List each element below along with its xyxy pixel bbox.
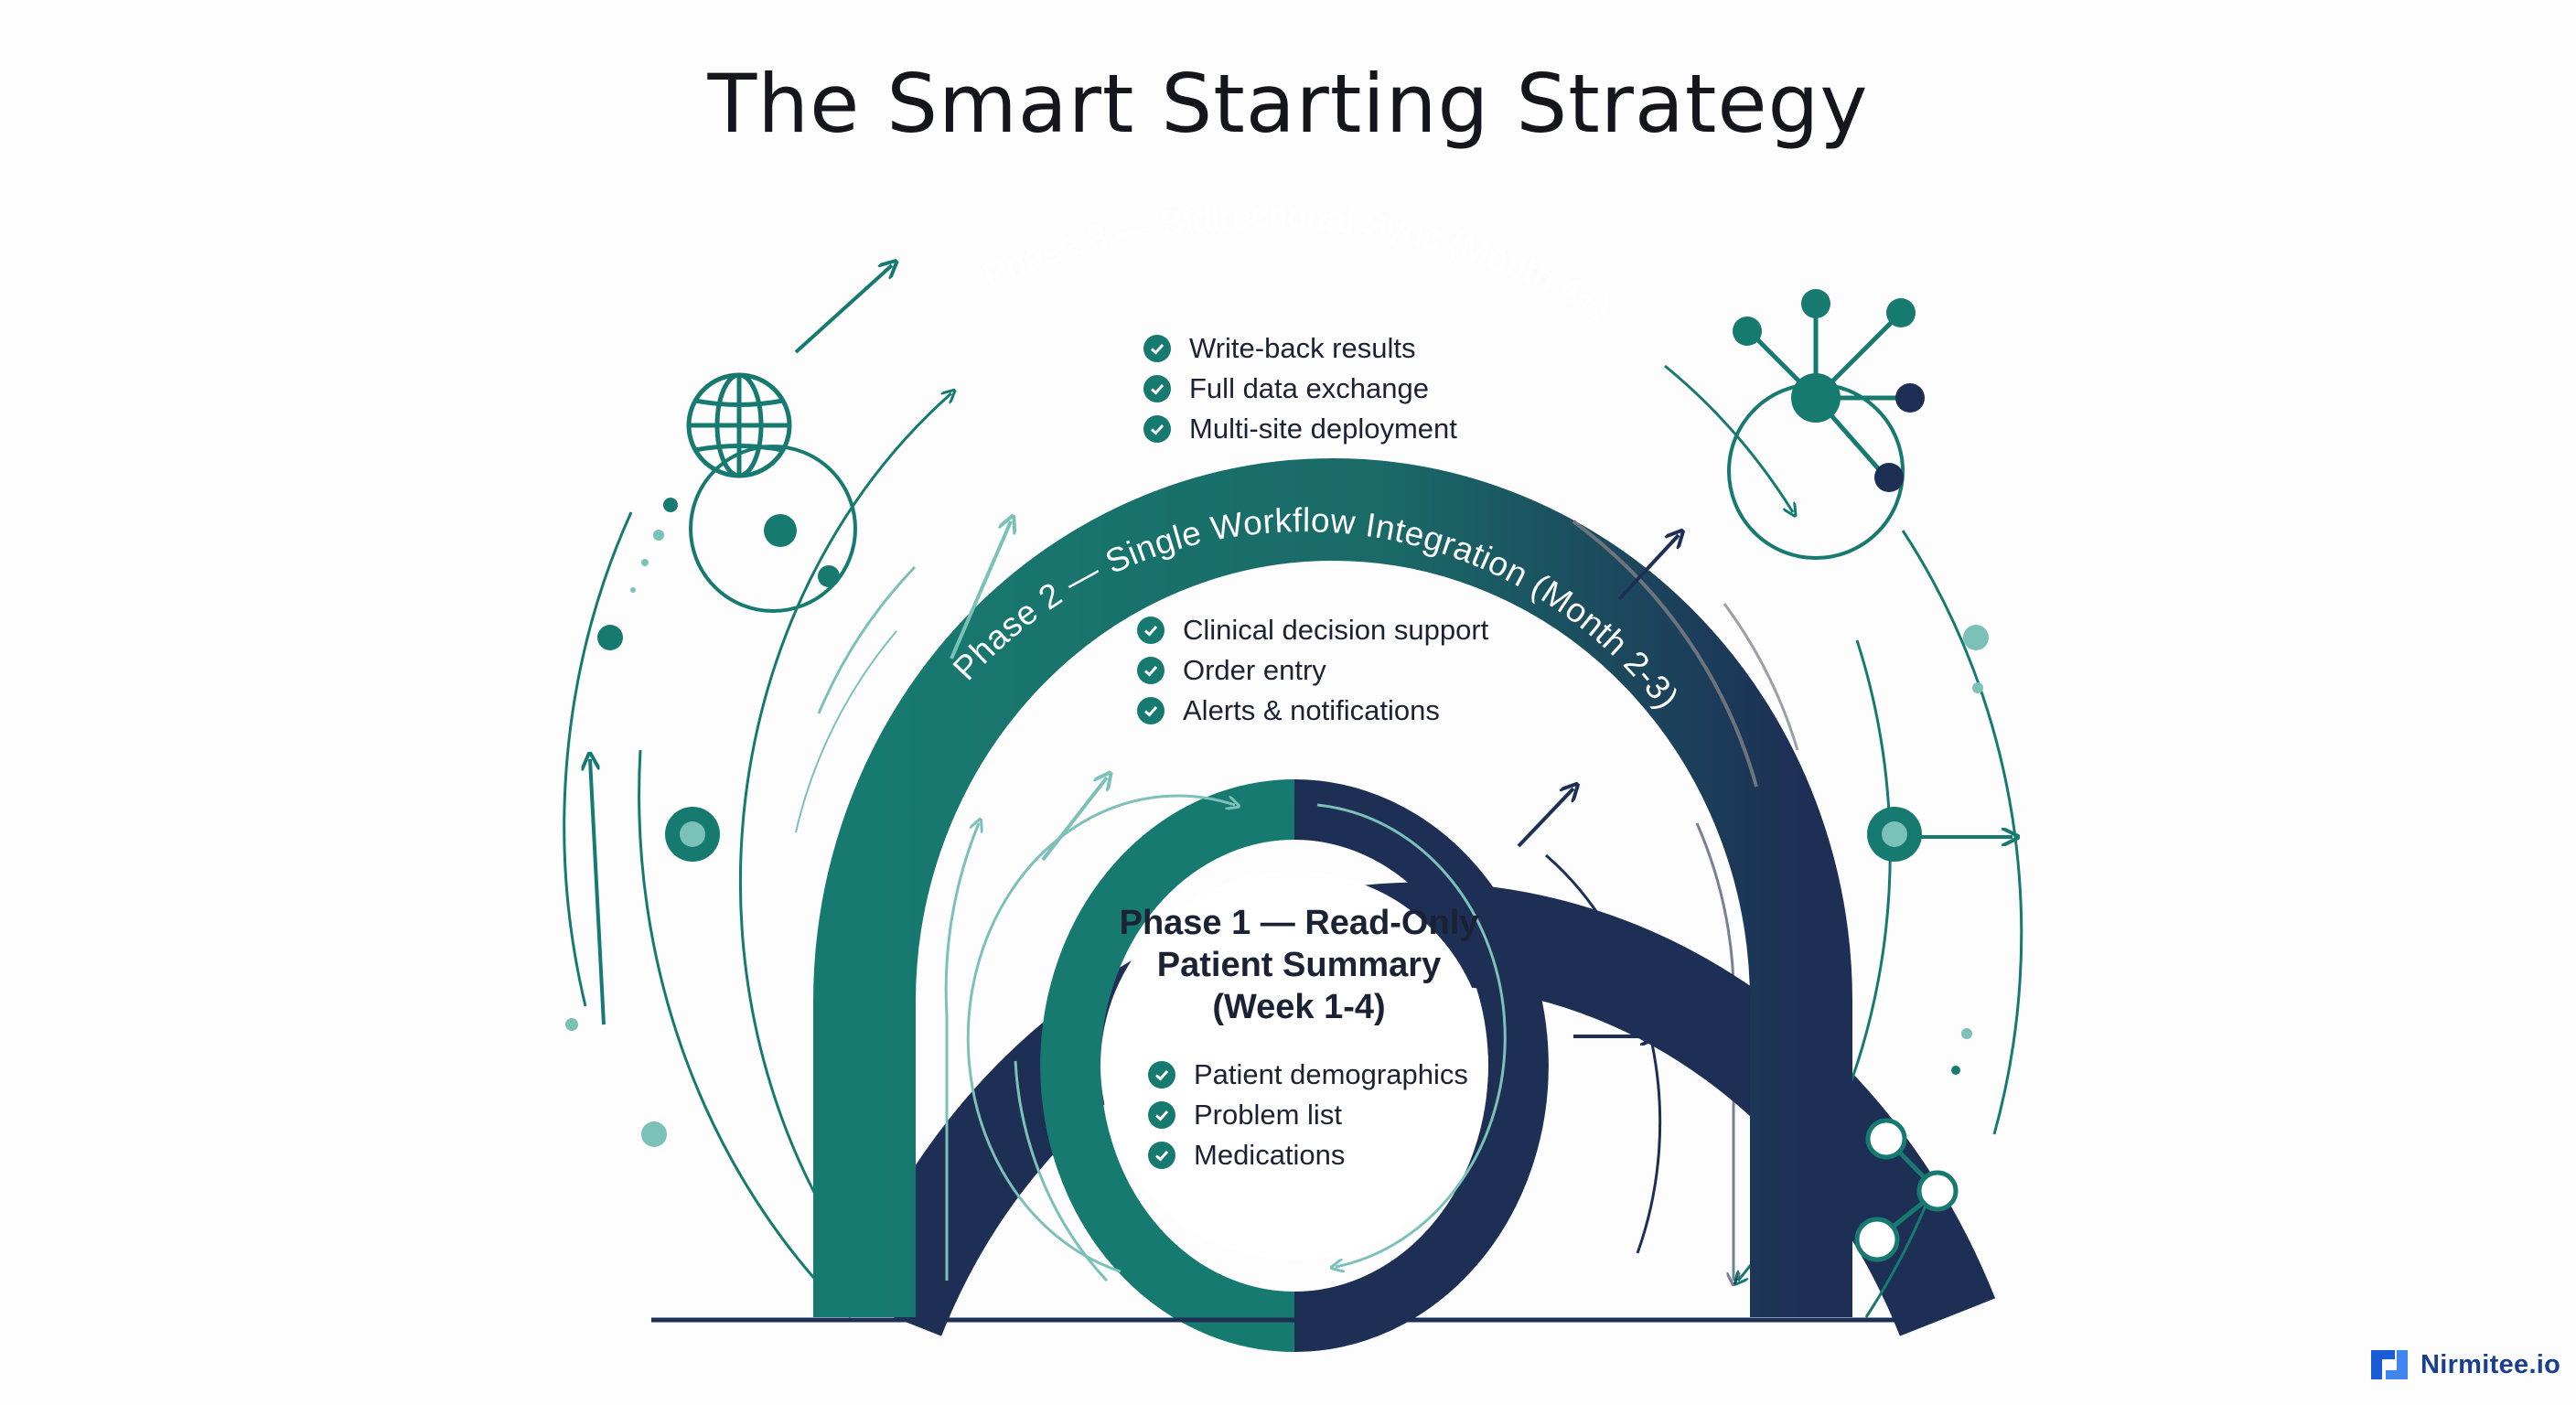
deco-dot [1961,1028,1972,1039]
check-circle-icon [1137,617,1165,644]
check-circle-icon [1137,697,1165,724]
phase3-checklist: Write-back results Full data exchange Mu… [1143,328,1457,449]
checklist-item: Clinical decision support [1137,610,1488,650]
brand-name: Nirmitee.io [2420,1349,2561,1379]
checklist-item: Order entry [1137,650,1488,691]
outer-arc-left-2 [563,511,633,1007]
check-circle-icon [1143,375,1171,402]
deco-dot [1972,682,1983,693]
phase3-inner-track [738,393,951,1282]
deco-dot [641,559,649,566]
globe-orbit-node-2 [818,565,840,587]
arrow-phase1-out [1517,788,1573,848]
phase2-ring [813,458,1852,1317]
deco-dot [653,530,664,541]
phase2-checklist: Clinical decision support Order entry Al… [1137,610,1488,731]
deco-dot [597,625,623,650]
phase1-inner-track-right [1316,803,1507,1267]
gray-accent-arc-2 [1723,603,1799,751]
outer-arc-left-up [794,265,892,354]
phase1-ring-teal [1040,779,1295,1352]
arrow-phase2-left-up [950,521,1011,660]
outer-arc-right [1901,530,2023,1135]
checklist-item: Write-back results [1143,328,1457,369]
phase1-checklist: Patient demographics Problem list Medica… [1148,1055,1468,1175]
phase2-inner-track-right [1695,822,1733,1281]
checklist-item-label: Clinical decision support [1183,614,1489,646]
phase1-title-line: (Week 1-4) [1212,988,1386,1026]
light-accent-arc-1 [817,565,917,714]
checklist-item: Patient demographics [1148,1055,1468,1095]
arrow-phase1-left-up [1041,778,1107,862]
phase3-right-node-center [1882,821,1907,847]
deco-dot [641,1121,667,1147]
checklist-item-label: Multi-site deployment [1189,413,1457,445]
checklist-item-label: Order entry [1183,654,1326,686]
phase1-title: Phase 1 — Read-Only Patient Summary (Wee… [1079,902,1519,1028]
gray-accent-arc-1 [1572,520,1758,788]
checklist-item-label: Alerts & notifications [1183,694,1440,726]
check-circle-icon [1143,415,1171,443]
brand-logo: Nirmitee.io [2369,1348,2560,1381]
deco-dot [565,1018,578,1031]
globe-icon [686,372,792,478]
checklist-item: Multi-site deployment [1143,409,1457,449]
phase1-core [1100,872,1488,1260]
outer-arc-left-vertical [590,759,606,1025]
phase1-title-line: Phase 1 — Read-Only [1119,904,1479,942]
globe-orbit-node-1 [764,514,797,547]
check-circle-icon [1137,657,1165,684]
phase1-ring-navy [1293,779,1549,1352]
network-hub-icon [1727,289,1925,560]
brand-logo-icon [2371,1350,2408,1379]
check-circle-icon [1143,335,1171,362]
check-circle-icon [1148,1142,1175,1169]
phase1-inner-track-left [966,794,1235,1273]
phase3-left-node-center [680,821,705,847]
deco-dot [663,498,678,512]
checklist-item-label: Patient demographics [1194,1058,1468,1090]
checklist-item-label: Problem list [1194,1099,1342,1131]
checklist-item: Full data exchange [1143,369,1457,409]
phase3-label: Phase 3 — Bidirectional Sync (Month 4+) [978,198,1618,327]
outer-arc-left [638,749,853,1319]
deco-dot [630,587,636,593]
deco-dot [1963,625,1989,650]
checklist-item: Alerts & notifications [1137,691,1488,731]
phase2-inner-track-left [944,823,979,1281]
checklist-item-label: Full data exchange [1189,372,1429,404]
checklist-item-label: Write-back results [1189,332,1416,364]
checklist-item: Problem list [1148,1095,1468,1135]
checklist-item-label: Medications [1194,1139,1346,1171]
light-accent-arc-3 [1014,1060,1109,1282]
phase1-title-line: Patient Summary [1156,946,1442,984]
check-circle-icon [1148,1061,1175,1089]
phase3-inner-track-right [1664,364,1793,512]
checklist-item: Medications [1148,1135,1468,1175]
light-accent-arc-2 [795,630,897,833]
check-circle-icon [1148,1101,1175,1129]
connected-nodes-icon [1854,1118,1959,1262]
page-title: The Smart Starting Strategy [707,57,1869,151]
arrow-phase2-out [1617,535,1679,601]
deco-dot [1951,1066,1960,1075]
